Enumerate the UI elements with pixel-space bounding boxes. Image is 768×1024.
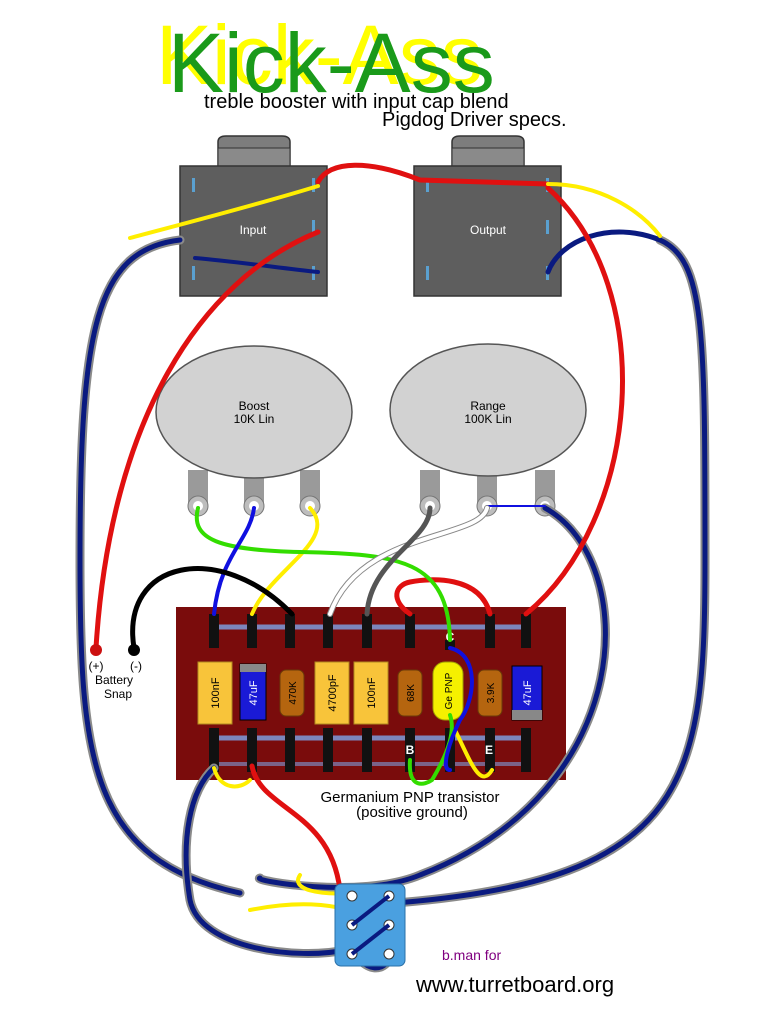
battery-plus-label: (+) bbox=[89, 659, 104, 673]
credit-site: www.turretboard.org bbox=[415, 972, 614, 997]
title-group: Kick-Ass Kick-Ass bbox=[156, 8, 495, 110]
wires bbox=[75, 162, 710, 973]
transistor-note-line2: (positive ground) bbox=[356, 804, 468, 821]
battery-positive-terminal bbox=[90, 644, 102, 656]
wire-white-range bbox=[327, 505, 490, 617]
component-label: 4700pF bbox=[327, 674, 339, 712]
component-label: Ge PNP bbox=[444, 672, 455, 709]
transistor-note-line1: Germanium PNP transistor bbox=[321, 789, 500, 806]
component-cap-47uf-1: 47uF bbox=[239, 663, 267, 721]
wire-grey-range bbox=[364, 505, 433, 617]
boost-pot-value: 10K Lin bbox=[234, 412, 275, 426]
wire-red-output-board bbox=[523, 185, 625, 617]
input-jack-label: Input bbox=[240, 223, 267, 237]
wire-red-battery bbox=[93, 229, 321, 651]
component-label: 100nF bbox=[366, 677, 378, 708]
component-label: 3.9K bbox=[486, 682, 497, 703]
wire-green-boost-collector bbox=[194, 506, 452, 642]
component-resistor-3-9k: 3.9K bbox=[477, 669, 503, 717]
component-resistor-68k: 68K bbox=[397, 669, 423, 717]
battery-label-line1: Battery bbox=[95, 673, 133, 687]
page-title: Kick-Ass bbox=[168, 16, 495, 110]
wire-red-board-loop bbox=[394, 577, 493, 617]
battery-minus-label: (-) bbox=[130, 659, 142, 673]
wire-yellow-output bbox=[546, 182, 662, 238]
range-pot-value: 100K Lin bbox=[464, 412, 511, 426]
transistor-pin-b: B bbox=[406, 743, 415, 757]
component-cap-100nf-1: 100nF bbox=[197, 661, 233, 725]
subtitle-line-2: Pigdog Driver specs. bbox=[382, 109, 567, 131]
component-cap-100nf-2: 100nF bbox=[353, 661, 389, 725]
component-transistor-ge-pnp: Ge PNP bbox=[432, 661, 464, 721]
input-jack: Input bbox=[179, 135, 328, 297]
wire-yellow-boost-board bbox=[250, 506, 320, 616]
wire-blue-boost-wiper bbox=[212, 506, 256, 616]
wire-black-battery bbox=[130, 566, 295, 651]
footswitch-3pdt bbox=[334, 883, 406, 967]
turret-posts bbox=[209, 614, 531, 772]
wire-red-board-switch bbox=[249, 763, 343, 893]
wire-red-input-output bbox=[315, 162, 551, 187]
subtitle-line-1: treble booster with input cap blend bbox=[204, 91, 509, 113]
range-pot: Range 100K Lin bbox=[389, 343, 587, 517]
range-pot-name: Range bbox=[470, 399, 506, 413]
wire-green-base bbox=[407, 713, 454, 786]
boost-pot-name: Boost bbox=[239, 399, 270, 413]
wire-yellow-input bbox=[128, 184, 320, 240]
output-jack: Output bbox=[413, 135, 562, 297]
output-jack-label: Output bbox=[470, 223, 507, 237]
component-label: 47uF bbox=[248, 680, 260, 705]
boost-pot: Boost 10K Lin bbox=[155, 345, 353, 517]
credit-byline: b.man for bbox=[442, 947, 501, 963]
component-label: 68K bbox=[406, 684, 417, 702]
battery-label-line2: Snap bbox=[104, 687, 132, 701]
battery-snap: (+) (-) Battery Snap bbox=[89, 644, 142, 701]
battery-negative-terminal bbox=[128, 644, 140, 656]
component-label: 470K bbox=[288, 681, 299, 705]
component-cap-47uf-2: 47uF bbox=[511, 665, 543, 721]
component-resistor-470k: 470K bbox=[279, 669, 305, 717]
transistor-pin-e: E bbox=[485, 743, 493, 757]
component-cap-4700pf: 4700pF bbox=[314, 661, 350, 725]
component-label: 100nF bbox=[210, 677, 222, 708]
component-label: 47uF bbox=[522, 680, 534, 705]
page-title-shadow: Kick-Ass bbox=[156, 8, 483, 102]
